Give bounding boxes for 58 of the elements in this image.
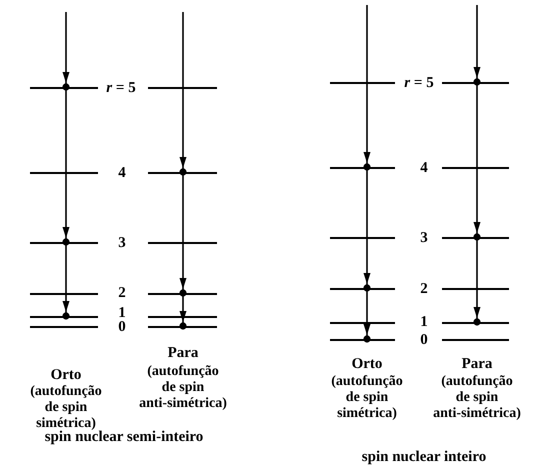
transition-arrow [179,12,187,176]
energy-level-line [30,326,98,328]
column-heading: Para [168,345,198,361]
level-number: 4 [420,160,428,176]
transition-arrow [363,169,371,292]
level-number: 2 [118,285,126,301]
energy-level-line [30,172,98,174]
energy-level-line [442,322,509,324]
transition-arrow [62,12,70,91]
energy-level-line [148,242,217,244]
level-number: 3 [118,235,126,251]
level-number: 2 [420,281,428,297]
energy-level-line [442,237,509,239]
transition-arrow [179,295,187,330]
energy-level-line [330,82,395,84]
energy-level-line [330,322,395,324]
diagram-caption: spin nuclear inteiro [362,449,486,465]
diagram-caption: spin nuclear semi-inteiro [44,429,204,445]
energy-level-line [148,87,217,89]
column-heading: Orto [50,367,82,383]
transition-arrow [62,244,70,320]
column-note: (autofunção de spin anti-simétrica) [432,374,522,422]
transition-arrow [473,5,481,86]
energy-level-line [148,326,217,328]
column-note: (autofunção de spin simétrica) [330,374,404,422]
energy-level-line [148,293,217,295]
column-heading: Para [462,356,492,372]
level-number: r = 5 [404,75,434,91]
energy-level-line [442,339,509,341]
transition-arrow [363,290,371,343]
energy-level-line [30,293,98,295]
energy-level-line [148,316,217,318]
level-number: 1 [420,314,428,330]
energy-level-line [330,288,395,290]
energy-level-line [30,316,98,318]
transition-arrow [363,5,371,171]
level-number: 3 [420,230,428,246]
level-number: r = 5 [106,80,136,96]
level-number: 4 [118,165,126,181]
energy-level-line [442,82,509,84]
transition-arrow [62,89,70,246]
energy-level-line [330,339,395,341]
column-note: (autofunção de spin anti-simétrica) [138,364,228,412]
transition-arrow [179,174,187,297]
energy-level-line [148,172,217,174]
column-note: (autofunção de spin simétrica) [29,384,102,431]
energy-level-line [330,167,395,169]
transition-arrow [473,84,481,241]
transition-arrow [473,239,481,326]
column-heading: Orto [352,356,382,372]
energy-level-line [330,237,395,239]
energy-level-line [442,167,509,169]
level-number: 0 [118,319,126,335]
level-number: 0 [420,332,428,348]
energy-level-line [30,87,98,89]
energy-level-line [30,242,98,244]
level-number: 1 [118,305,126,321]
energy-level-line [442,288,509,290]
